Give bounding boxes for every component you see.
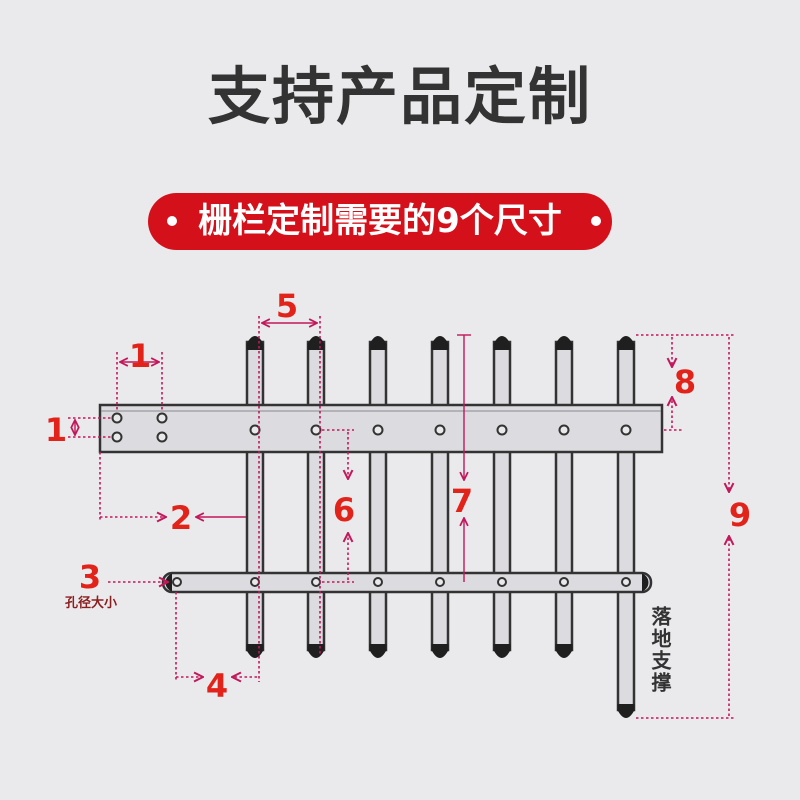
top-rail	[98, 403, 664, 454]
mounting-hole	[111, 412, 123, 424]
dimension-label-1-top: 1	[129, 337, 151, 375]
dimension-1-vertical: 1	[45, 411, 112, 449]
picket-top-tip	[307, 336, 325, 350]
dimension-4: 4	[175, 592, 257, 705]
picket-bottom-tip	[369, 644, 387, 658]
dimension-6: 6	[322, 429, 355, 583]
picket-bottom-tip	[431, 644, 449, 658]
picket-bottom-tip	[307, 644, 325, 658]
dimension-label-8: 8	[674, 363, 696, 401]
rail-hole	[249, 424, 261, 436]
rail-hole	[558, 424, 570, 436]
bullet-dot-icon	[167, 216, 177, 226]
rail-hole	[496, 424, 508, 436]
rail-hole	[250, 577, 260, 587]
rail-hole	[559, 577, 569, 587]
ground-support-post	[616, 336, 636, 718]
dimension-label-3: 3	[79, 558, 101, 596]
dimension-label-6: 6	[333, 491, 355, 529]
subtitle-banner: 栅栏定制需要的9个尺寸	[148, 193, 612, 250]
ground-support-label: 落地支撑	[648, 606, 672, 694]
dimension-label-1-left: 1	[45, 411, 67, 449]
dimension-9: 9	[636, 337, 751, 719]
post-top-tip	[617, 336, 635, 350]
dimension-label-4: 4	[206, 667, 228, 705]
picket-bottom-tip	[246, 644, 264, 658]
rail-hole	[372, 424, 384, 436]
rail-hole	[373, 577, 383, 587]
picket-top-tip	[246, 336, 264, 350]
rail-hole	[621, 577, 631, 587]
page-title: 支持产品定制	[207, 60, 592, 133]
picket	[306, 336, 326, 658]
dimension-label-7: 7	[451, 482, 473, 520]
picket-bottom-tip	[555, 644, 573, 658]
dimension-7: 7	[451, 334, 473, 582]
mounting-hole	[111, 431, 123, 443]
picket	[492, 336, 512, 658]
bottom-rail-body	[161, 571, 653, 594]
picket-body	[368, 340, 388, 652]
picket	[430, 336, 450, 658]
dimension-2: 2	[99, 452, 246, 537]
dimension-label-5: 5	[276, 287, 298, 325]
picket-top-tip	[369, 336, 387, 350]
rail-hole	[311, 577, 321, 587]
dimension-3: 3 孔径大小	[65, 558, 168, 611]
post-body	[616, 340, 636, 712]
picket-top-tip	[431, 336, 449, 350]
picket-body	[492, 340, 512, 652]
rail-hole	[620, 424, 632, 436]
mounting-hole	[156, 412, 168, 424]
picket-top-tip	[555, 336, 573, 350]
mounting-hole	[156, 431, 168, 443]
post-bottom-tip	[617, 704, 635, 718]
subtitle-text: 栅栏定制需要的9个尺寸	[198, 201, 562, 241]
rail-hole	[310, 424, 322, 436]
picket-body	[306, 340, 326, 652]
picket-top-tip	[493, 336, 511, 350]
dimension-8: 8	[636, 334, 734, 431]
rail-hole	[172, 577, 182, 587]
picket	[368, 336, 388, 658]
picket-body	[430, 340, 450, 652]
rail-hole	[497, 577, 507, 587]
dimension-label-2: 2	[170, 499, 192, 537]
picket	[245, 336, 265, 658]
rail-hole	[434, 424, 446, 436]
bottom-rail-right-cap	[642, 573, 649, 592]
picket-body	[245, 340, 265, 652]
picket-body	[554, 340, 574, 652]
rail-hole	[435, 577, 445, 587]
dimension-label-9: 9	[729, 496, 751, 534]
bottom-rail	[161, 571, 653, 594]
bullet-dot-icon	[591, 216, 601, 226]
hole-size-label: 孔径大小	[65, 595, 117, 611]
dimension-5: 5	[258, 287, 321, 682]
picket-bottom-tip	[493, 644, 511, 658]
picket	[554, 336, 574, 658]
dimension-1-horizontal: 1	[116, 337, 163, 412]
